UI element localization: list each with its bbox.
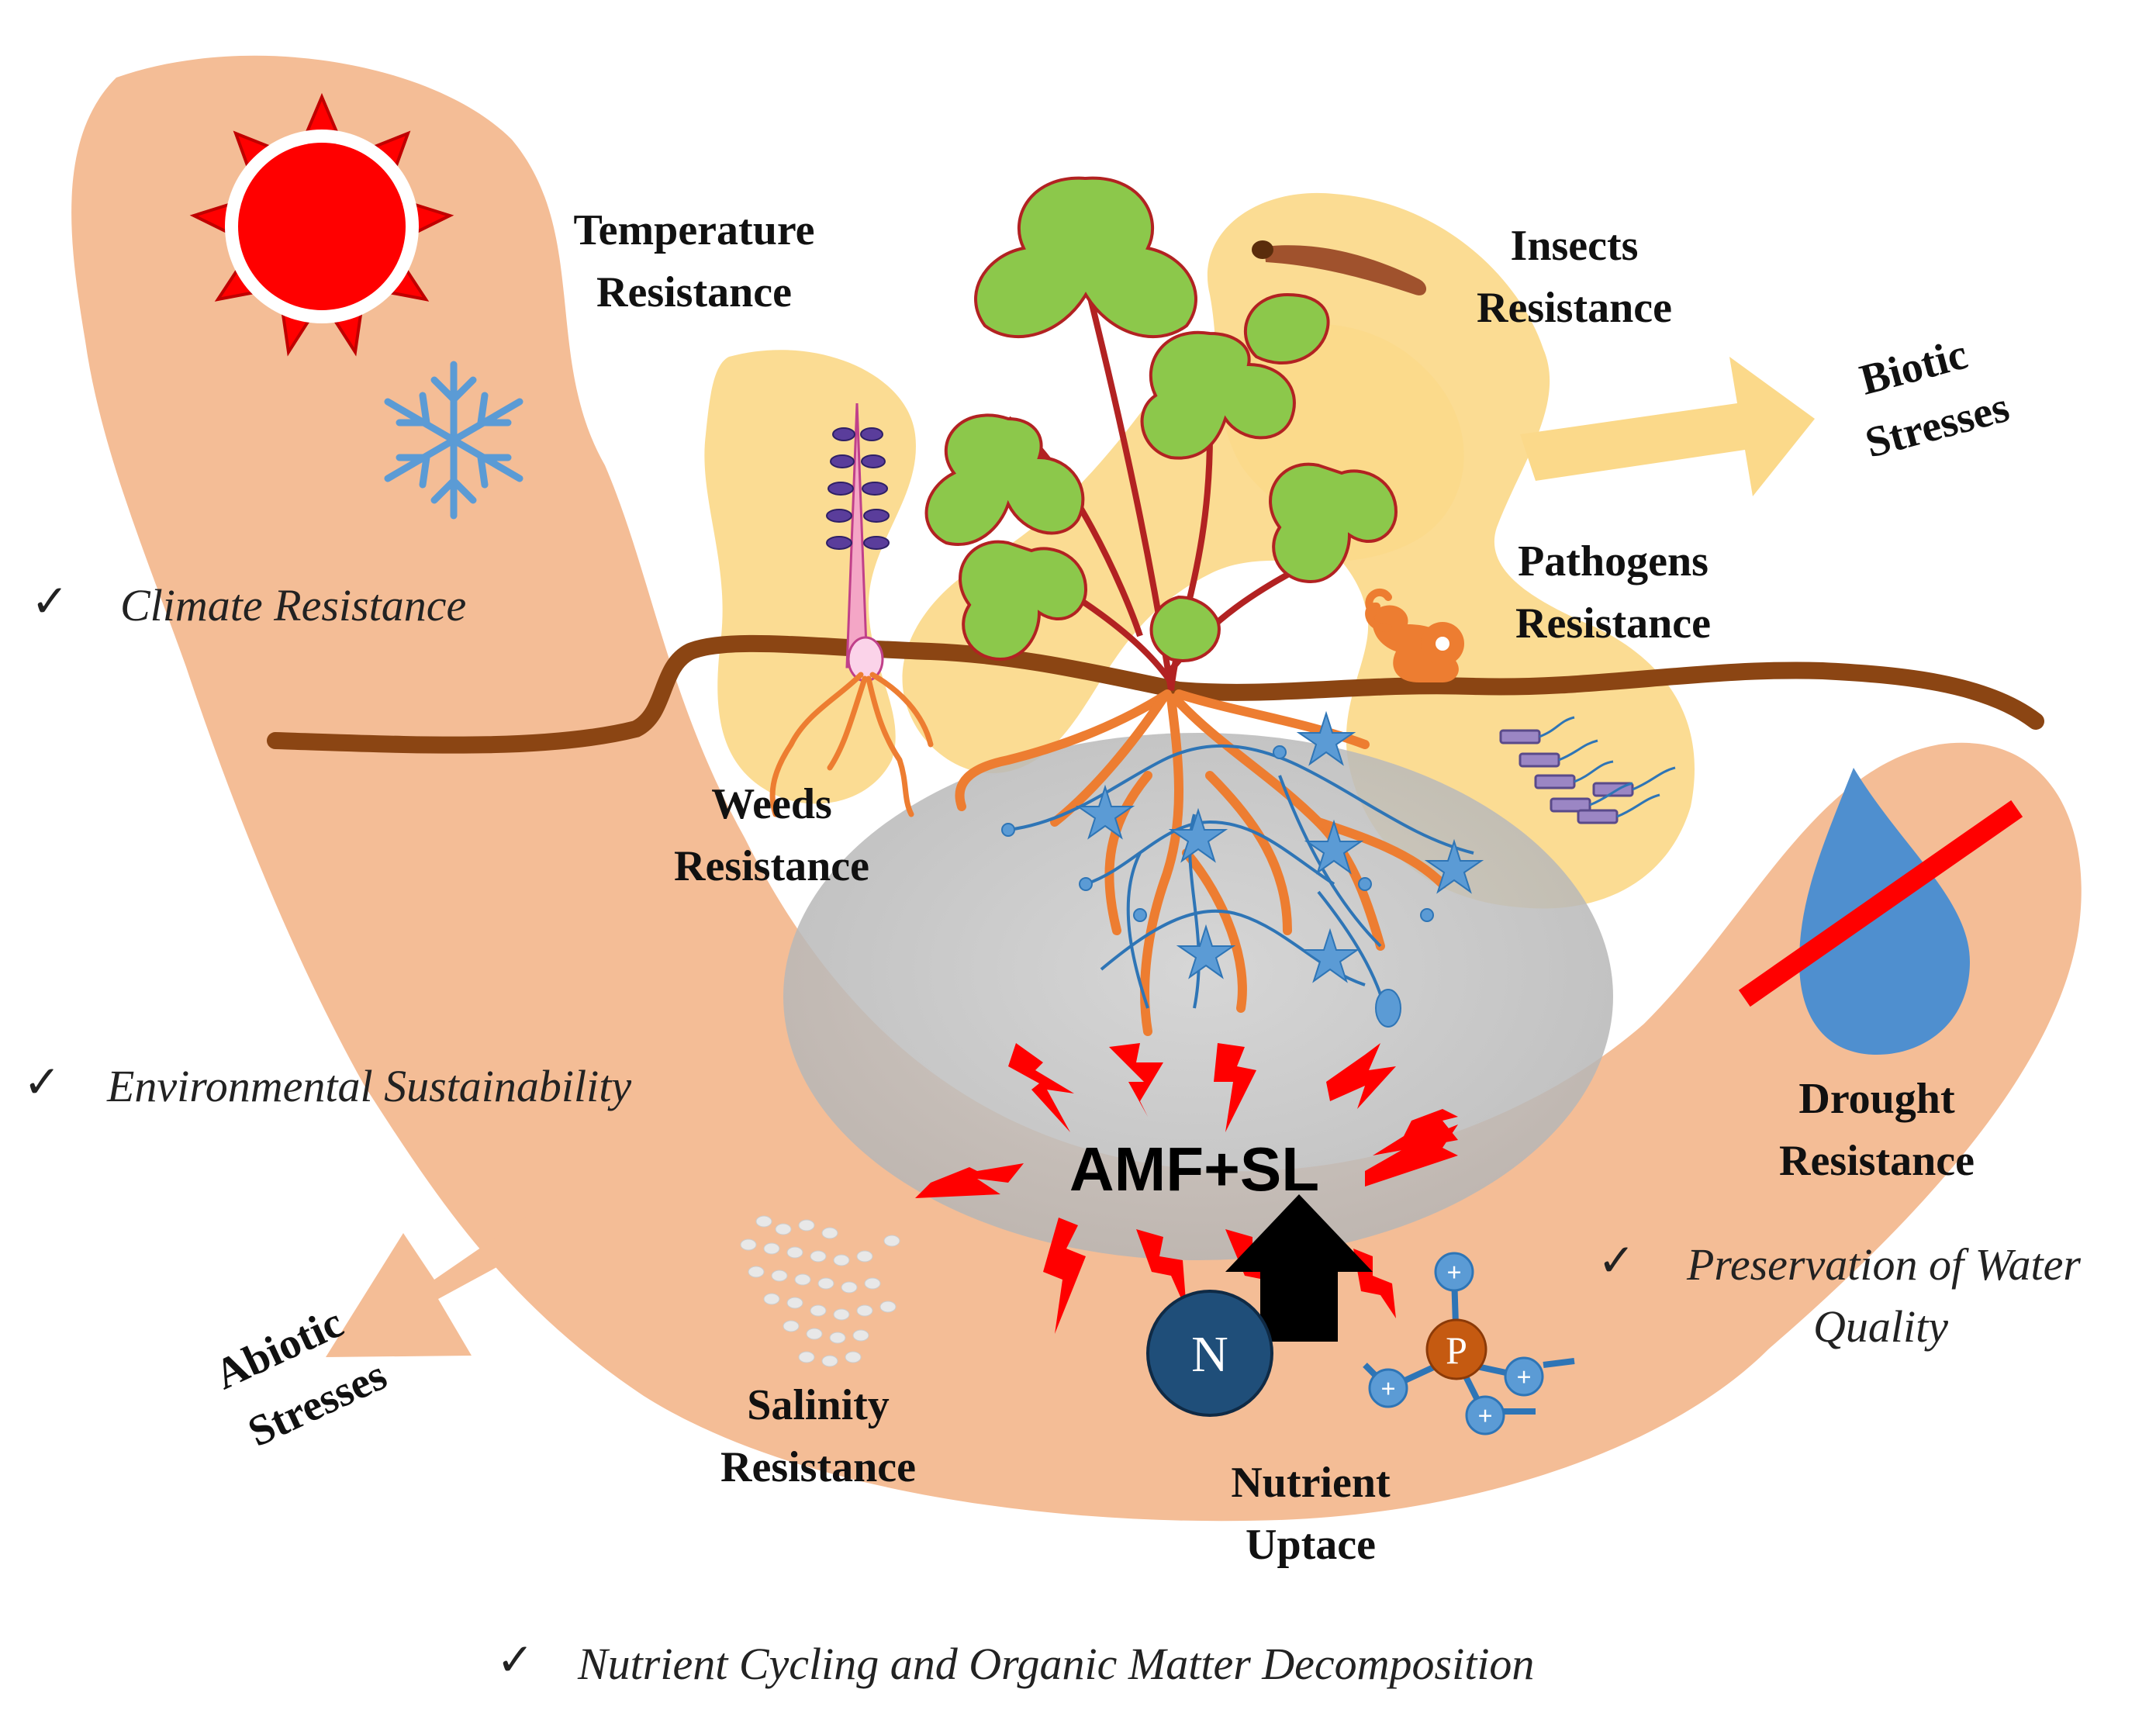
lightning-icon — [1043, 1218, 1086, 1334]
lightning-icon — [1225, 1229, 1284, 1326]
phosphorus-label: P — [1446, 1328, 1467, 1372]
nitrogen-icon: N — [1146, 1290, 1273, 1417]
nutrient-label-line2: Uptace — [1246, 1521, 1376, 1569]
hypha-spore — [1133, 908, 1147, 922]
arbuscule-star-icon — [1296, 710, 1356, 766]
plant-icon — [924, 176, 1398, 691]
biotic-arrow — [1520, 357, 1815, 496]
arbuscule-star-icon — [1075, 784, 1135, 840]
pathogens-label-line2: Resistance — [1515, 599, 1711, 648]
lightning-icon — [915, 1163, 1024, 1198]
svg-text:+: + — [1446, 1259, 1461, 1287]
lightning-icon — [1326, 1043, 1396, 1109]
hypha-spore — [1358, 877, 1372, 891]
lightning-icon — [1008, 1043, 1074, 1132]
check-icon: ✓ — [31, 576, 69, 627]
uptake-arrow-icon — [1225, 1194, 1373, 1342]
abiotic-arrow — [326, 1194, 574, 1357]
lightning-icon — [1136, 1229, 1187, 1311]
bacteria-icon — [1499, 716, 1676, 824]
weed-plant-icon — [769, 402, 934, 817]
lightning-icon — [1365, 1124, 1458, 1187]
amf-sl-label: AMF+SL — [1069, 1135, 1319, 1204]
insects-label-line1: Insects — [1511, 222, 1639, 270]
benefit-water-quality-line2: Quality — [1813, 1301, 1948, 1352]
nitrogen-label: N — [1191, 1326, 1228, 1383]
hypha-vesicle — [1375, 989, 1401, 1028]
benefit-water-quality-line1: Preservation of Water — [1686, 1239, 2081, 1290]
arbuscule-star-icon — [1176, 924, 1236, 979]
lightning-icon — [1109, 1043, 1163, 1117]
arbuscule-star-icon — [1304, 819, 1364, 875]
plant-roots — [955, 689, 1447, 1036]
sun-icon — [189, 92, 454, 357]
salinity-label-line2: Resistance — [720, 1443, 916, 1491]
nutrient-label-line1: Nutrient — [1231, 1459, 1391, 1507]
hypha-spore — [1420, 908, 1434, 922]
snowflake-icon — [384, 361, 523, 520]
drought-label-line1: Drought — [1798, 1075, 1955, 1123]
svg-text:+: + — [1477, 1402, 1492, 1431]
temperature-label-line1: Temperature — [573, 206, 814, 254]
abiotic-stress-band — [71, 55, 2082, 1522]
drought-label-line2: Resistance — [1779, 1137, 1975, 1185]
phosphate-icon: + + + + P — [1363, 1252, 1575, 1435]
insect-icon — [1252, 240, 1427, 295]
benefit-nutrient-cycling: Nutrient Cycling and Organic Matter Deco… — [577, 1639, 1534, 1689]
insects-label-line2: Resistance — [1477, 284, 1672, 332]
amf-zone — [783, 733, 1613, 1260]
biotic-label-line1: Biotic — [1855, 330, 1972, 405]
arbuscule-star-icon — [1168, 807, 1228, 863]
hypha-spore — [1001, 823, 1015, 837]
arbuscule-star-icon — [1424, 838, 1484, 894]
salt-crystals-icon — [740, 1215, 900, 1367]
benefit-climate-resistance: Climate Resistance — [120, 580, 466, 630]
temperature-label-line2: Resistance — [596, 268, 792, 316]
svg-text:+: + — [1380, 1375, 1395, 1404]
soil-surface-line — [267, 634, 2044, 754]
weeds-label-line2: Resistance — [674, 842, 869, 890]
check-icon: ✓ — [1598, 1235, 1636, 1286]
check-icon: ✓ — [23, 1057, 61, 1107]
benefit-environmental-sustainability: Environmental Sustainability — [106, 1061, 631, 1111]
weeds-label-line1: Weeds — [711, 780, 832, 828]
hypha-spore — [1079, 877, 1093, 891]
salinity-label-line1: Salinity — [747, 1381, 890, 1429]
svg-text:+: + — [1516, 1363, 1531, 1392]
lightning-icon — [1214, 1043, 1256, 1132]
check-icon: ✓ — [496, 1635, 534, 1685]
hypha-spore — [1273, 745, 1287, 759]
pathogen-icon — [1365, 589, 1464, 682]
pathogens-label-line1: Pathogens — [1518, 537, 1709, 586]
arbuscule-star-icon — [1300, 928, 1360, 983]
prohibition-slash-icon — [1738, 800, 2023, 1007]
